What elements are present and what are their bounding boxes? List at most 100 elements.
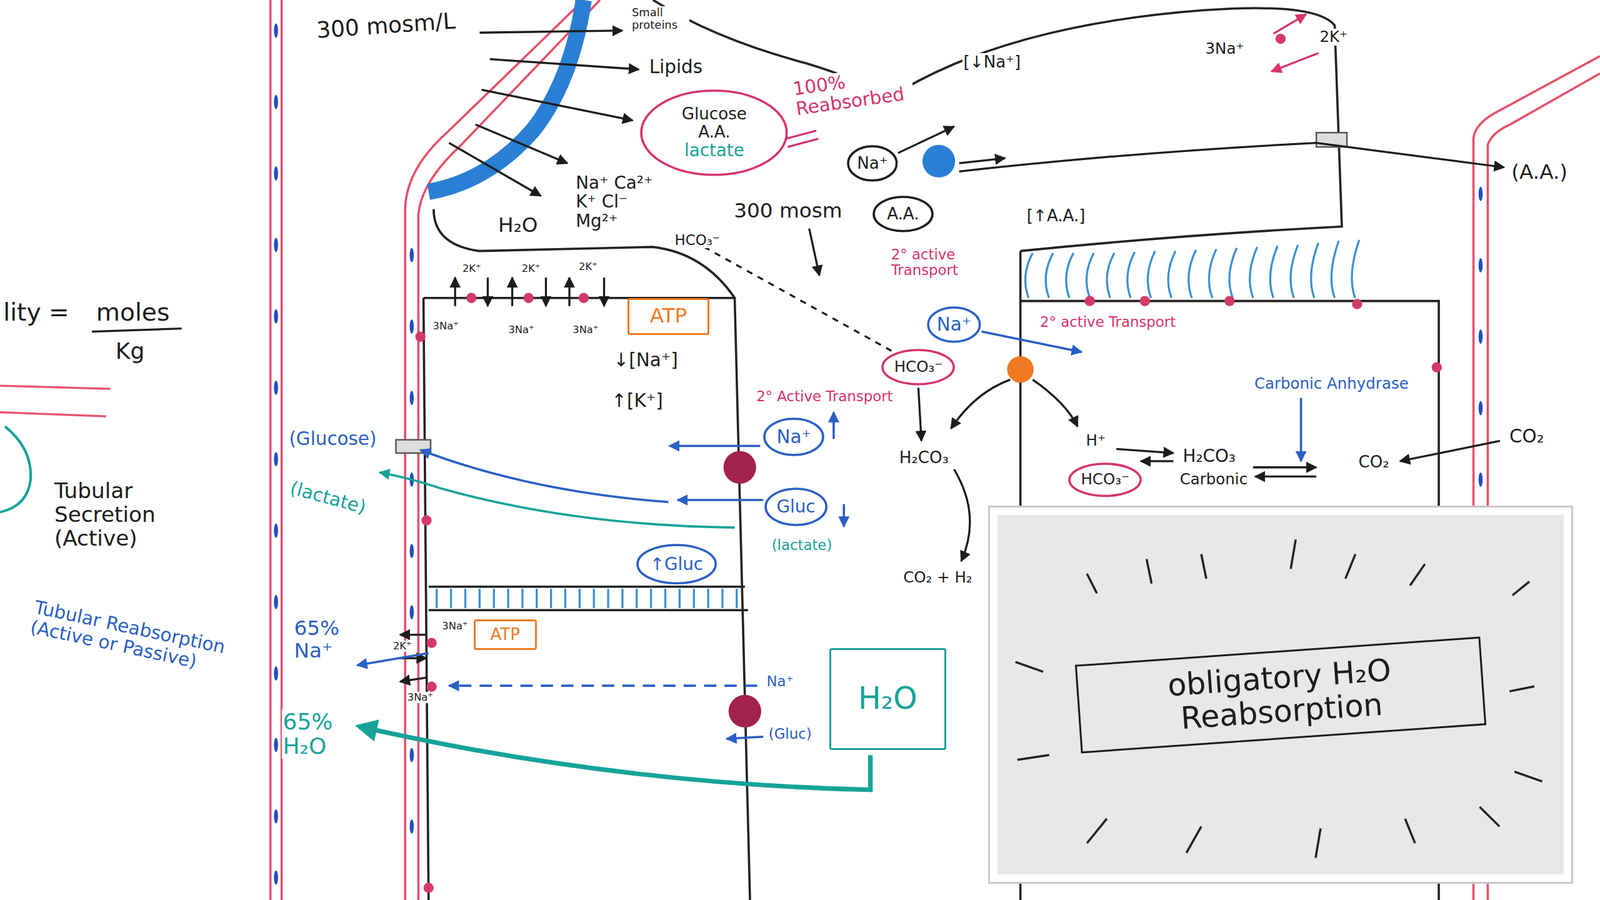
inset-panel: obligatory H₂O Reabsorption bbox=[990, 507, 1572, 882]
note-label: Na⁺ bbox=[765, 673, 795, 690]
emphasis-dash bbox=[1201, 554, 1207, 579]
note-label: 2K⁺ bbox=[1318, 28, 1349, 46]
pink-stroke bbox=[787, 138, 819, 147]
emphasis-dash bbox=[1086, 818, 1107, 844]
flow-arrow bbox=[918, 387, 922, 441]
note-label: 3Na⁺ bbox=[431, 320, 460, 332]
blue-arrow bbox=[842, 504, 845, 527]
microvilli bbox=[478, 588, 481, 609]
flow-arrow bbox=[481, 90, 634, 121]
emphasis-dash bbox=[1186, 826, 1202, 854]
tubule-wall bbox=[885, 8, 1342, 252]
pink-stroke bbox=[0, 412, 107, 417]
blue-arrow bbox=[981, 331, 1082, 353]
node-content: Na⁺ bbox=[776, 426, 811, 447]
emphasis-dash bbox=[1405, 818, 1415, 844]
endothelial-nucleus bbox=[273, 523, 279, 539]
circle-outline bbox=[928, 307, 980, 342]
flow-arrow bbox=[454, 277, 457, 307]
note-label: 2K⁺ bbox=[520, 263, 542, 275]
transporter-protein bbox=[922, 145, 955, 178]
tubule-wall bbox=[423, 298, 429, 900]
note-label: H₂CO₃ bbox=[898, 448, 950, 467]
node-text: lactate bbox=[684, 141, 745, 161]
endothelial-nucleus bbox=[410, 248, 415, 263]
note-label: 3Na⁺ bbox=[571, 324, 600, 336]
note-label: 2K⁺ bbox=[577, 261, 599, 273]
note-label: 3Na⁺ bbox=[406, 691, 435, 704]
node-text: Gluc bbox=[776, 497, 815, 517]
blood-vessel bbox=[280, 0, 284, 900]
note-label: [↓Na⁺] bbox=[962, 53, 1023, 72]
microvilli bbox=[635, 588, 638, 609]
endothelial-nucleus bbox=[410, 605, 415, 620]
emphasis-dash bbox=[1410, 564, 1425, 586]
note-label: 65% H₂O bbox=[281, 709, 348, 759]
microvilli bbox=[1250, 246, 1258, 299]
tubule-wall bbox=[428, 585, 745, 589]
flow-arrow bbox=[486, 277, 489, 307]
note-label: (Gluc) bbox=[767, 726, 814, 742]
endothelial-nucleus bbox=[410, 819, 415, 834]
plain-stroke bbox=[704, 246, 892, 352]
node-text: HCO₃⁻ bbox=[1080, 471, 1129, 489]
note-label: Kg bbox=[114, 338, 146, 364]
microvilli bbox=[1208, 248, 1217, 298]
microvilli bbox=[450, 588, 452, 609]
microvilli bbox=[1127, 251, 1135, 298]
note-label: H₂CO₃ bbox=[1181, 446, 1237, 467]
node-text: Na⁺ bbox=[936, 314, 972, 335]
node-content: obligatory H₂O Reabsorption bbox=[1077, 650, 1484, 740]
note-label: 3Na⁺ bbox=[506, 324, 535, 336]
note-label: 300 mosm bbox=[732, 200, 844, 223]
flow-arrow bbox=[400, 677, 427, 682]
note-label: Na⁺ Ca²⁺ K⁺ Cl⁻ Mg²⁺ bbox=[574, 173, 674, 232]
blue-arrow bbox=[677, 498, 764, 502]
node-content: HCO₃⁻ bbox=[1080, 471, 1129, 489]
node-text: Glucose A.A. bbox=[676, 105, 753, 141]
emphasis-dash bbox=[1514, 771, 1543, 782]
transporter-protein bbox=[1006, 356, 1034, 383]
note-label: 300 mosm/L bbox=[314, 8, 458, 44]
flow-arrow bbox=[898, 126, 955, 153]
circle-outline bbox=[764, 418, 824, 455]
microvilli bbox=[1188, 250, 1197, 299]
node-text: ↑Gluc bbox=[650, 555, 704, 575]
endothelial-nucleus bbox=[1478, 401, 1484, 416]
node-content: Na⁺ bbox=[856, 154, 888, 173]
note-label: ↑[K⁺] bbox=[610, 390, 664, 411]
flow-arrow bbox=[1116, 448, 1174, 454]
blue-arrow bbox=[832, 412, 835, 439]
blood-vessel bbox=[269, 0, 272, 900]
tubule-wall bbox=[428, 609, 749, 612]
note-label: Small proteins bbox=[630, 6, 690, 31]
transporter-protein bbox=[728, 695, 762, 728]
note-label: (A.A.) bbox=[1510, 161, 1569, 184]
microvilli bbox=[1066, 253, 1074, 299]
microvilli bbox=[1290, 245, 1299, 299]
circle-outline bbox=[641, 90, 787, 175]
circle-outline bbox=[637, 545, 716, 584]
microvilli bbox=[1331, 240, 1339, 298]
pump-dot bbox=[523, 293, 534, 304]
pink-stroke bbox=[0, 385, 110, 389]
node-content: ATP bbox=[650, 305, 687, 328]
microvilli bbox=[1045, 253, 1054, 299]
pump-dot bbox=[578, 293, 589, 304]
node-text: ATP bbox=[490, 625, 520, 644]
teal-arrow bbox=[0, 426, 31, 512]
endothelial-nucleus bbox=[273, 595, 279, 610]
molecule-circle: A.A. bbox=[872, 195, 934, 233]
flow-arrow bbox=[511, 277, 514, 307]
microvilli bbox=[706, 588, 709, 609]
node-content: Na⁺ bbox=[936, 314, 972, 335]
endothelial-nucleus bbox=[273, 809, 279, 824]
pump-dot bbox=[1224, 295, 1235, 306]
teal-arrow bbox=[359, 726, 871, 790]
note-label: moles bbox=[95, 298, 172, 326]
microvilli bbox=[550, 588, 552, 609]
node-text: obligatory H₂O Reabsorption bbox=[1075, 636, 1487, 754]
node-text: Na⁺ bbox=[856, 154, 888, 173]
emphasis-dash bbox=[1146, 559, 1152, 584]
note-label: 2K⁺ bbox=[391, 640, 414, 652]
